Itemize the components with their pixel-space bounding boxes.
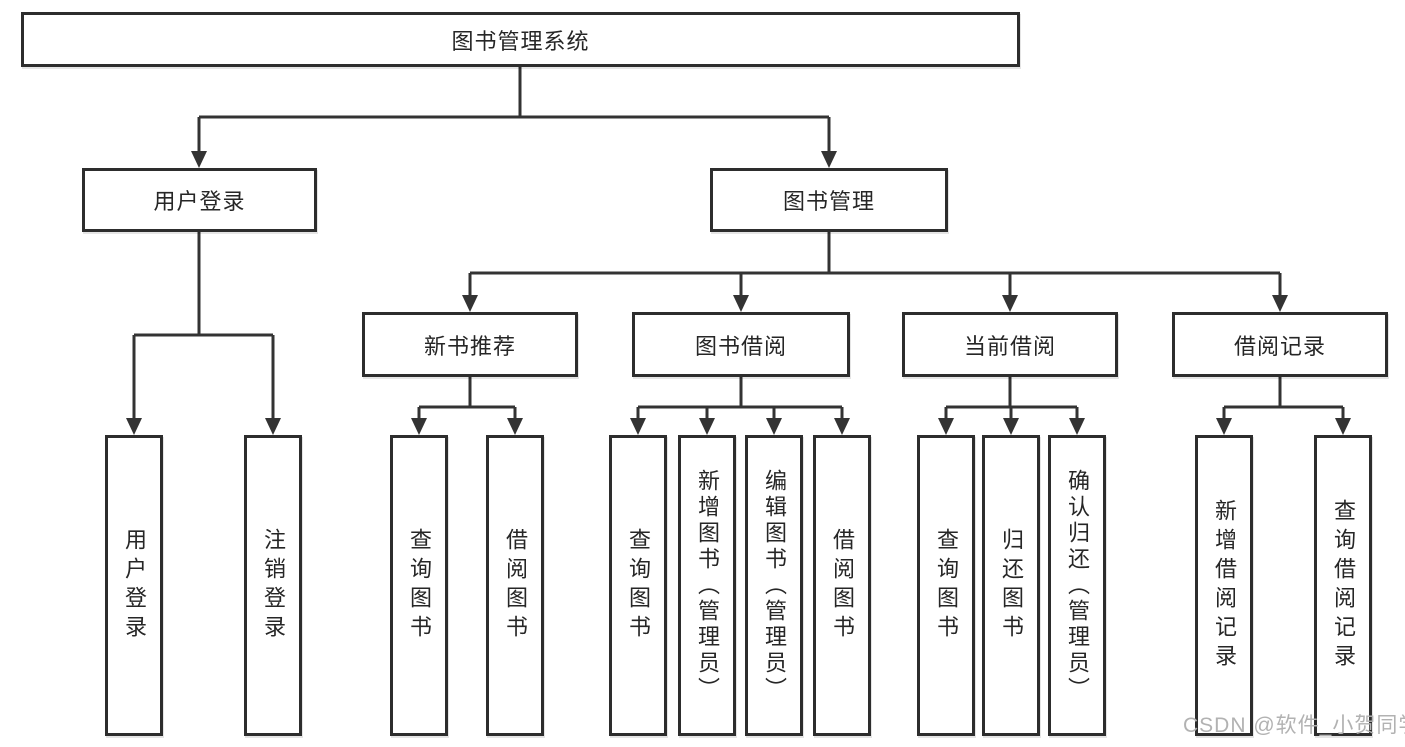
leaf-logout: 注销登录 — [244, 435, 302, 736]
leaf-recommend-borrow-books: 借阅图书 — [486, 435, 544, 736]
leaf-current-query-books: 查询图书 — [917, 435, 975, 736]
node-borrow-records: 借阅记录 — [1172, 312, 1388, 377]
leaf-edit-books-admin: 编辑图书（管理员） — [745, 435, 803, 736]
leaf-add-borrow-record: 新增借阅记录 — [1195, 435, 1253, 736]
leaf-return-books: 归还图书 — [982, 435, 1040, 736]
node-current-borrow: 当前借阅 — [902, 312, 1118, 377]
leaf-confirm-return-admin: 确认归还（管理员） — [1048, 435, 1106, 736]
node-book-management: 图书管理 — [710, 168, 948, 232]
leaf-recommend-query-books: 查询图书 — [390, 435, 448, 736]
leaf-borrow-books: 借阅图书 — [813, 435, 871, 736]
node-book-borrow: 图书借阅 — [632, 312, 850, 377]
node-new-book-recommend: 新书推荐 — [362, 312, 578, 377]
leaf-add-books-admin: 新增图书（管理员） — [678, 435, 736, 736]
arrowheads — [126, 151, 1351, 435]
leaf-query-borrow-record: 查询借阅记录 — [1314, 435, 1372, 736]
csdn-watermark: CSDN @软件_小贺同学 — [1183, 714, 1405, 737]
leaf-borrow-query-books: 查询图书 — [609, 435, 667, 736]
leaf-user-login: 用户登录 — [105, 435, 163, 736]
node-root: 图书管理系统 — [21, 12, 1020, 67]
node-user-login: 用户登录 — [82, 168, 317, 232]
